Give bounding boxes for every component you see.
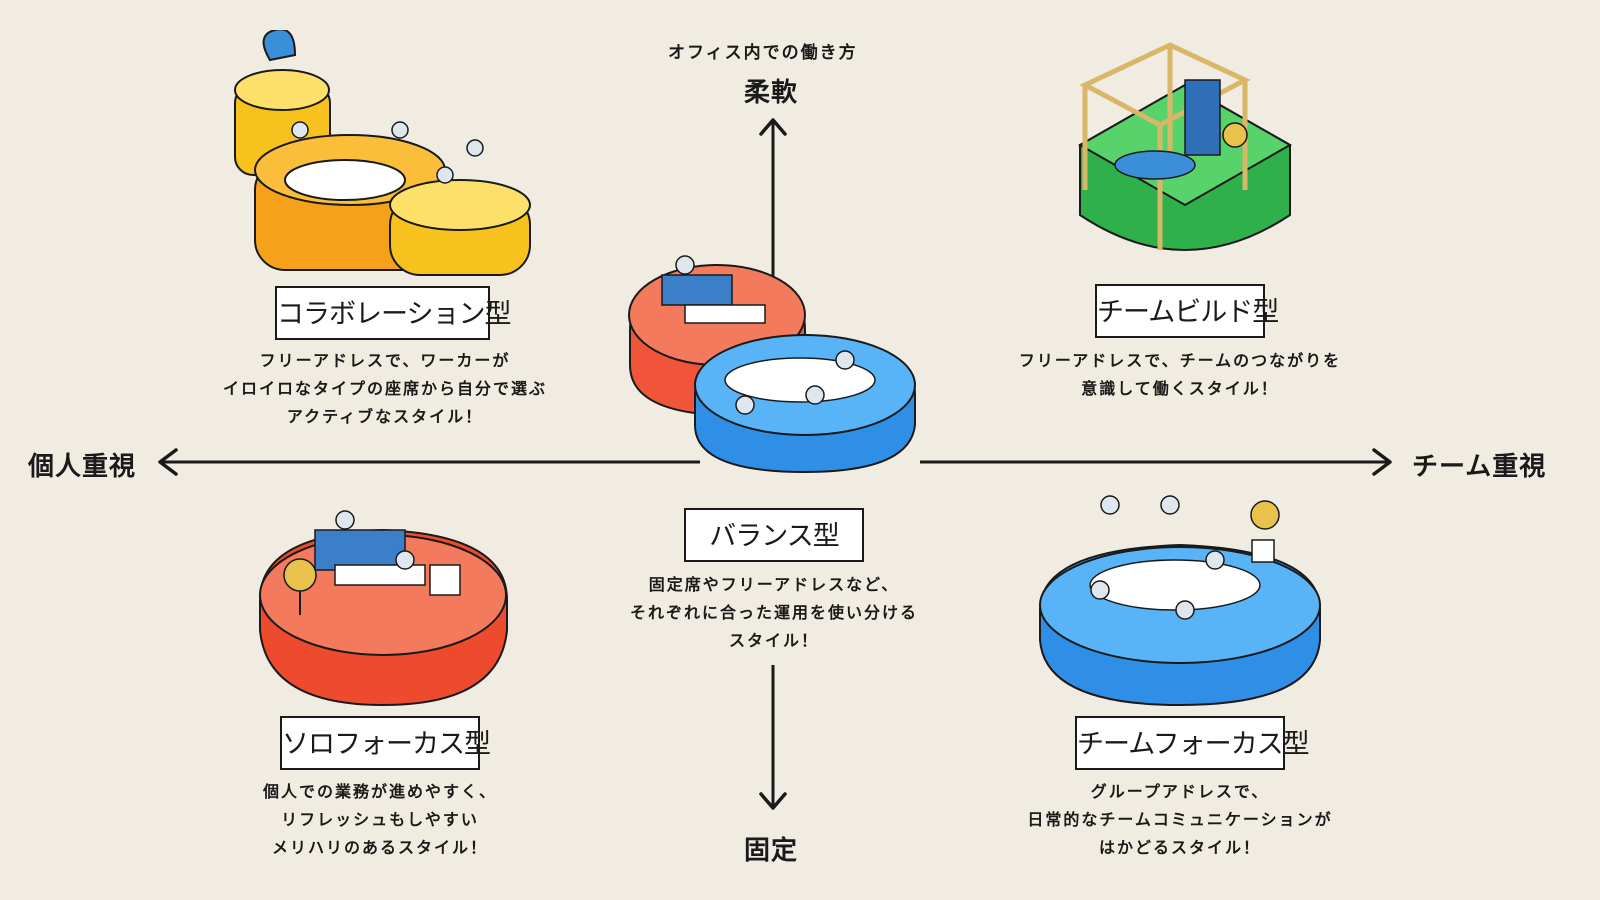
left-arrowhead [158,448,178,476]
description-line: スタイル！ [728,631,819,650]
bottom-arrowhead [759,792,787,810]
team-build-type-label: チームビルド型 [1095,284,1279,338]
solo-focus-type-label: ソロフォーカス型 [280,716,491,770]
description-line: アクティブなスタイル！ [286,407,484,426]
solo-focus-description: 個人での業務が進めやすく、 リフレッシュもしやすい メリハリのあるスタイル！ [200,778,560,862]
top-arrowhead [759,118,787,136]
team-build-illustration [1077,42,1293,251]
solo-focus-illustration [259,510,508,707]
description-line: 個人での業務が進めやすく、 [262,782,497,801]
description-line: 固定席やフリーアドレスなど、 [648,575,900,594]
description-line: 日常的なチームコミュニケーションが [1027,810,1333,829]
team-build-description: フリーアドレスで、チームのつながりを 意識して働くスタイル！ [985,347,1375,403]
balance-description: 固定席やフリーアドレスなど、 それぞれに合った運用を使い分ける スタイル！ [594,571,954,655]
right-arrowhead [1372,448,1392,476]
description-line: グループアドレスで、 [1090,782,1270,801]
description-line: リフレッシュもしやすい [281,810,479,829]
description-line: イロイロなタイプの座席から自分で選ぶ [222,379,547,398]
collaboration-illustration [234,30,531,276]
bottom-axis-label: 固定 [744,836,799,866]
description-line: はかどるスタイル！ [1098,838,1261,857]
right-axis-label: チーム重視 [1412,452,1547,482]
collaboration-type-label: コラボレーション型 [275,286,511,340]
description-line: フリーアドレスで、ワーカーが [259,351,511,370]
team-focus-type-label: チームフォーカス型 [1075,716,1310,770]
description-line: それぞれに合った運用を使い分ける [629,603,918,622]
collaboration-description: フリーアドレスで、ワーカーが イロイロなタイプの座席から自分で選ぶ アクティブな… [185,347,585,431]
team-focus-illustration [1039,495,1321,707]
top-axis-caption: オフィス内での働き方 [668,43,858,63]
description-line: メリハリのあるスタイル！ [271,838,488,857]
top-axis-label: 柔軟 [744,78,799,108]
description-line: フリーアドレスで、チームのつながりを [1018,351,1342,370]
balance-type-label: バランス型 [684,508,864,562]
description-line: 意識して働くスタイル！ [1081,379,1279,398]
balance-illustration [628,255,916,474]
left-axis-label: 個人重視 [28,452,137,482]
team-focus-description: グループアドレスで、 日常的なチームコミュニケーションが はかどるスタイル！ [985,778,1375,862]
